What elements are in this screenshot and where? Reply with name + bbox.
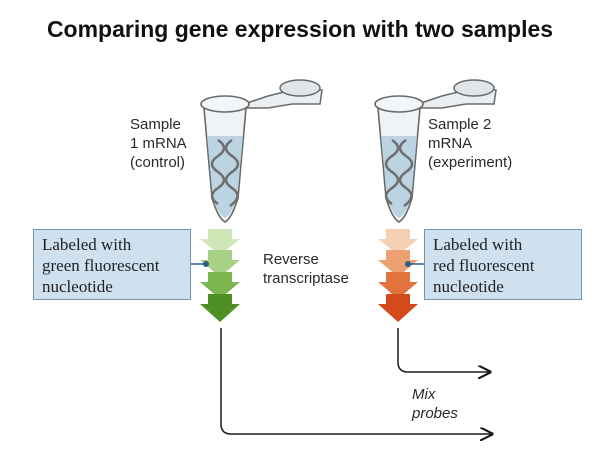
- mix-label-line: Mix: [412, 386, 436, 403]
- green-probe-flow-arrow: [220, 328, 492, 434]
- mix-label-line: probes: [412, 405, 458, 422]
- green-arrow-stack: [200, 229, 240, 322]
- sample-1-label-line: (control): [130, 154, 186, 171]
- red-arrow-1: [378, 229, 418, 255]
- diagram-title: Comparing gene expression with two sampl…: [46, 16, 554, 42]
- green-arrow-3: [200, 272, 240, 299]
- green-connector-dot: [203, 261, 209, 267]
- red-connector-dot: [405, 261, 411, 267]
- tube-1-cap-top: [279, 79, 321, 97]
- dna-strand-1: [210, 138, 226, 206]
- sample-1-label-line: Sample: [130, 116, 181, 133]
- green-label-line: nucleotide: [42, 277, 113, 296]
- tube-1-rim: [200, 95, 250, 113]
- red-arrow-3: [378, 272, 418, 299]
- green-arrow-2: [200, 250, 240, 277]
- sample-2-label-line: mRNA: [428, 135, 473, 152]
- sample-2-label: Sample 2 mRNA (experiment): [428, 115, 512, 172]
- red-label-line: red fluorescent: [433, 256, 535, 275]
- green-arrow-1: [200, 229, 240, 255]
- enzyme-label-line: transcriptase: [263, 270, 349, 287]
- green-label-line: Labeled with: [42, 235, 132, 254]
- reverse-transcriptase-label: Reverse transcriptase: [263, 250, 349, 288]
- sample-1-tube: [200, 79, 323, 223]
- dna-strand-4: [398, 138, 414, 208]
- tube-2-rim: [374, 95, 424, 113]
- mix-probes-label: Mix probes: [412, 385, 458, 423]
- green-label-line: green fluorescent: [42, 256, 160, 275]
- red-arrow-2: [378, 250, 418, 277]
- red-arrow-stack: [378, 229, 418, 322]
- red-label-line: Labeled with: [433, 235, 523, 254]
- dna-strand-3: [384, 138, 400, 206]
- green-arrow-4: [200, 294, 240, 322]
- red-label-line: nucleotide: [433, 277, 504, 296]
- sample-2-label-line: (experiment): [428, 154, 513, 171]
- tube-2-cap-top: [453, 79, 495, 97]
- green-label-box: Labeled with green fluorescent nucleotid…: [33, 229, 191, 300]
- red-probe-flow-arrow: [397, 328, 490, 372]
- sample-1-label: Sample 1 mRNA (control): [130, 115, 187, 172]
- sample-2-label-line: Sample 2: [428, 116, 492, 133]
- dna-strand-2: [224, 138, 240, 208]
- sample-2-tube: [374, 79, 497, 223]
- red-arrow-4: [378, 294, 418, 322]
- sample-1-label-line: 1 mRNA: [130, 135, 187, 152]
- enzyme-label-line: Reverse: [263, 251, 319, 268]
- red-label-box: Labeled with red fluorescent nucleotide: [424, 229, 582, 300]
